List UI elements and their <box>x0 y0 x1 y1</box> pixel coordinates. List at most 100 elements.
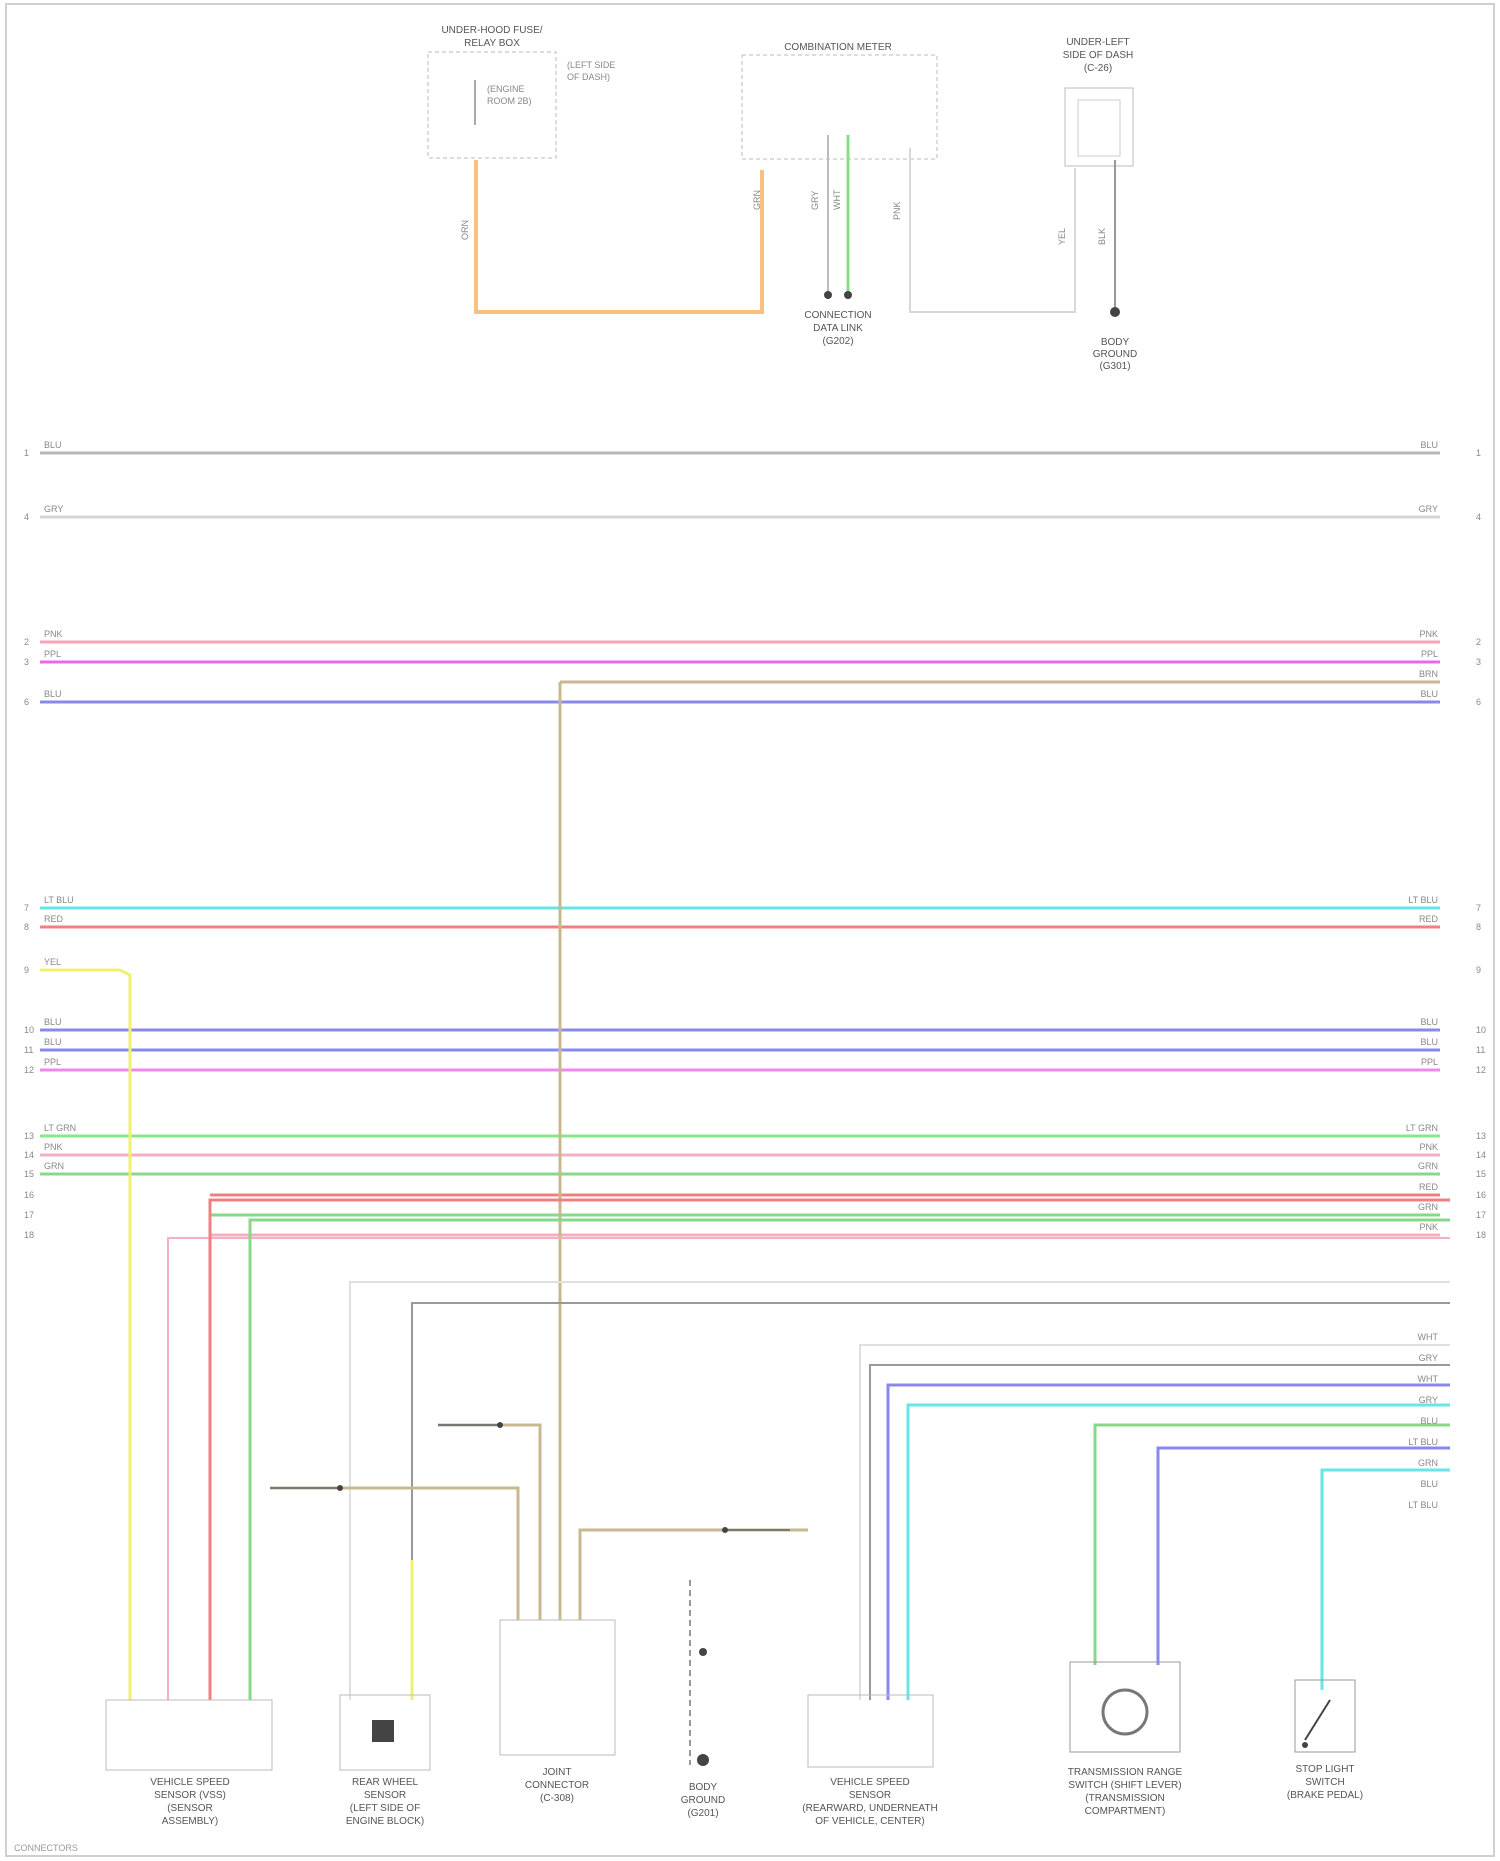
bus-num-right-9: 9 <box>1476 965 1481 975</box>
ground-label-3: (G301) <box>1099 361 1130 372</box>
bus-right-label-8: RED <box>1419 914 1439 924</box>
relay-note-4: OF DASH) <box>567 72 610 82</box>
bus-num-right-8: 8 <box>1476 922 1481 932</box>
bus-right-label-3: PNK <box>1419 629 1438 639</box>
joint-dot-3 <box>722 1527 728 1533</box>
speed-sensor-label-4: OF VEHICLE, CENTER) <box>815 1816 924 1827</box>
bus-right-label-10: BLU <box>1420 1017 1438 1027</box>
bus-label-6: BLU <box>44 689 62 699</box>
stub-label-8: BLU <box>1420 1479 1438 1489</box>
bus-num-13: 13 <box>24 1131 34 1141</box>
wire-stub-1 <box>860 1345 1450 1700</box>
transmission-label-1: TRANSMISSION RANGE <box>1068 1767 1183 1778</box>
bus-num-10: 10 <box>24 1025 34 1035</box>
bus-label-4: PPL <box>44 649 61 659</box>
dash-pin-2: BLK <box>1097 228 1107 245</box>
dash-relay-label-1: UNDER-LEFT <box>1066 37 1129 48</box>
relay-label-2: RELAY BOX <box>464 38 520 49</box>
bus-label-8: RED <box>44 914 64 924</box>
wire-green-drop <box>250 1220 1450 1700</box>
wire-stub-6 <box>1158 1448 1450 1665</box>
bus-num-right-2: 4 <box>1476 512 1481 522</box>
bus-num-18: 18 <box>24 1230 34 1240</box>
bus-num-4: 3 <box>24 657 29 667</box>
ground-bottom-terminal <box>697 1754 709 1766</box>
speed-sensor-label-1: VEHICLE SPEED <box>830 1777 909 1788</box>
bus-label-10: BLU <box>44 1017 62 1027</box>
bus-num-right-4: 3 <box>1476 657 1481 667</box>
footer-text: CONNECTORS <box>14 1843 78 1853</box>
meter-junction-1 <box>824 291 832 299</box>
top-connector-ground: BODY GROUND (G301) <box>1093 337 1137 372</box>
bus-label-12: PPL <box>44 1057 61 1067</box>
bus-num-7: 7 <box>24 903 29 913</box>
page-border <box>6 4 1494 1856</box>
relay-note-3: (LEFT SIDE <box>567 60 615 70</box>
component-engine-speed-sensor: VEHICLE SPEED SENSOR (VSS) (SENSOR ASSEM… <box>106 1700 272 1827</box>
bus-right-label-4: PPL <box>1421 649 1438 659</box>
wire-orange <box>476 160 762 312</box>
bus-num-2: 4 <box>24 512 29 522</box>
bus-right-label-13: LT GRN <box>1406 1123 1438 1133</box>
component-joint-connector: JOINT CONNECTOR (C-308) <box>500 1620 615 1804</box>
stub-label-5: BLU <box>1420 1416 1438 1426</box>
joint-label-3: (C-308) <box>540 1793 574 1804</box>
bus-num-1: 1 <box>24 448 29 458</box>
bus-right-label-12: PPL <box>1421 1057 1438 1067</box>
rear-sensor-label-2: SENSOR <box>364 1790 406 1801</box>
stub-label-2: GRY <box>1419 1353 1438 1363</box>
bus-right-label-11: BLU <box>1420 1037 1438 1047</box>
wire-brown-joint-1 <box>270 1488 518 1620</box>
brake-label-2: SWITCH <box>1305 1777 1344 1788</box>
engine-sensor-label-1: VEHICLE SPEED <box>150 1777 229 1788</box>
wire-stub-5 <box>1095 1425 1450 1665</box>
component-transmission-module: TRANSMISSION RANGE SWITCH (SHIFT LEVER) … <box>1068 1662 1183 1817</box>
rear-sensor-label-3: (LEFT SIDE OF <box>350 1803 420 1814</box>
engine-sensor-label-4: ASSEMBLY) <box>162 1816 219 1827</box>
bus-right-label-5: BRN <box>1419 669 1438 679</box>
rear-sensor-label-1: REAR WHEEL <box>352 1777 419 1788</box>
brake-label-1: STOP LIGHT <box>1295 1764 1354 1775</box>
bus-label-3: PNK <box>44 629 63 639</box>
stub-label-3: WHT <box>1418 1374 1439 1384</box>
bus-num-right-18: 18 <box>1476 1230 1486 1240</box>
bus-right-label-15: GRN <box>1418 1161 1438 1171</box>
meter-pin-4: PNK <box>892 201 902 220</box>
joint-label-2: CONNECTOR <box>525 1780 589 1791</box>
speed-sensor-label-3: (REARWARD, UNDERNEATH <box>802 1803 937 1814</box>
wire-stub-3 <box>888 1385 1450 1700</box>
ground-bottom-label-1: BODY <box>689 1782 718 1793</box>
ground-bottom-label-2: GROUND <box>681 1795 725 1806</box>
meter-pin-1: GRY <box>810 191 820 210</box>
component-brake-switch: STOP LIGHT SWITCH (BRAKE PEDAL) <box>1287 1680 1363 1801</box>
bus-num-15: 15 <box>24 1169 34 1179</box>
bus-num-right-6: 6 <box>1476 697 1481 707</box>
brake-label-3: (BRAKE PEDAL) <box>1287 1790 1363 1801</box>
bus-num-9: 9 <box>24 965 29 975</box>
transmission-label-3: (TRANSMISSION <box>1085 1793 1164 1804</box>
top-component-relay: UNDER-HOOD FUSE/ RELAY BOX (ENGINE ROOM … <box>428 25 615 240</box>
bus-right-label-2: GRY <box>1419 504 1438 514</box>
relay-note-2: ROOM 2B) <box>487 96 532 106</box>
bus-num-right-10: 10 <box>1476 1025 1486 1035</box>
bus-label-15: GRN <box>44 1161 64 1171</box>
ground-label-1: BODY <box>1101 337 1130 348</box>
bus-num-12: 12 <box>24 1065 34 1075</box>
relay-note-1: (ENGINE <box>487 84 525 94</box>
stub-label-4: GRY <box>1419 1395 1438 1405</box>
transmission-label-2: SWITCH (SHIFT LEVER) <box>1068 1780 1181 1791</box>
top-component-dash-relay: UNDER-LEFT SIDE OF DASH (C-26) YEL BLK <box>1057 37 1133 245</box>
bus-label-13: LT GRN <box>44 1123 76 1133</box>
bus-num-16: 16 <box>24 1190 34 1200</box>
wire-stub-2 <box>870 1365 1450 1700</box>
bus-num-right-17: 17 <box>1476 1210 1486 1220</box>
bus-label-7: LT BLU <box>44 895 74 905</box>
meter-pin-3: GRN <box>752 190 762 210</box>
engine-sensor-label-2: SENSOR (VSS) <box>154 1790 226 1801</box>
dash-pin-1: YEL <box>1057 228 1067 245</box>
meter-pin-2: WHT <box>832 189 842 210</box>
bus-num-right-15: 15 <box>1476 1169 1486 1179</box>
transmission-label-4: COMPARTMENT) <box>1085 1806 1166 1817</box>
